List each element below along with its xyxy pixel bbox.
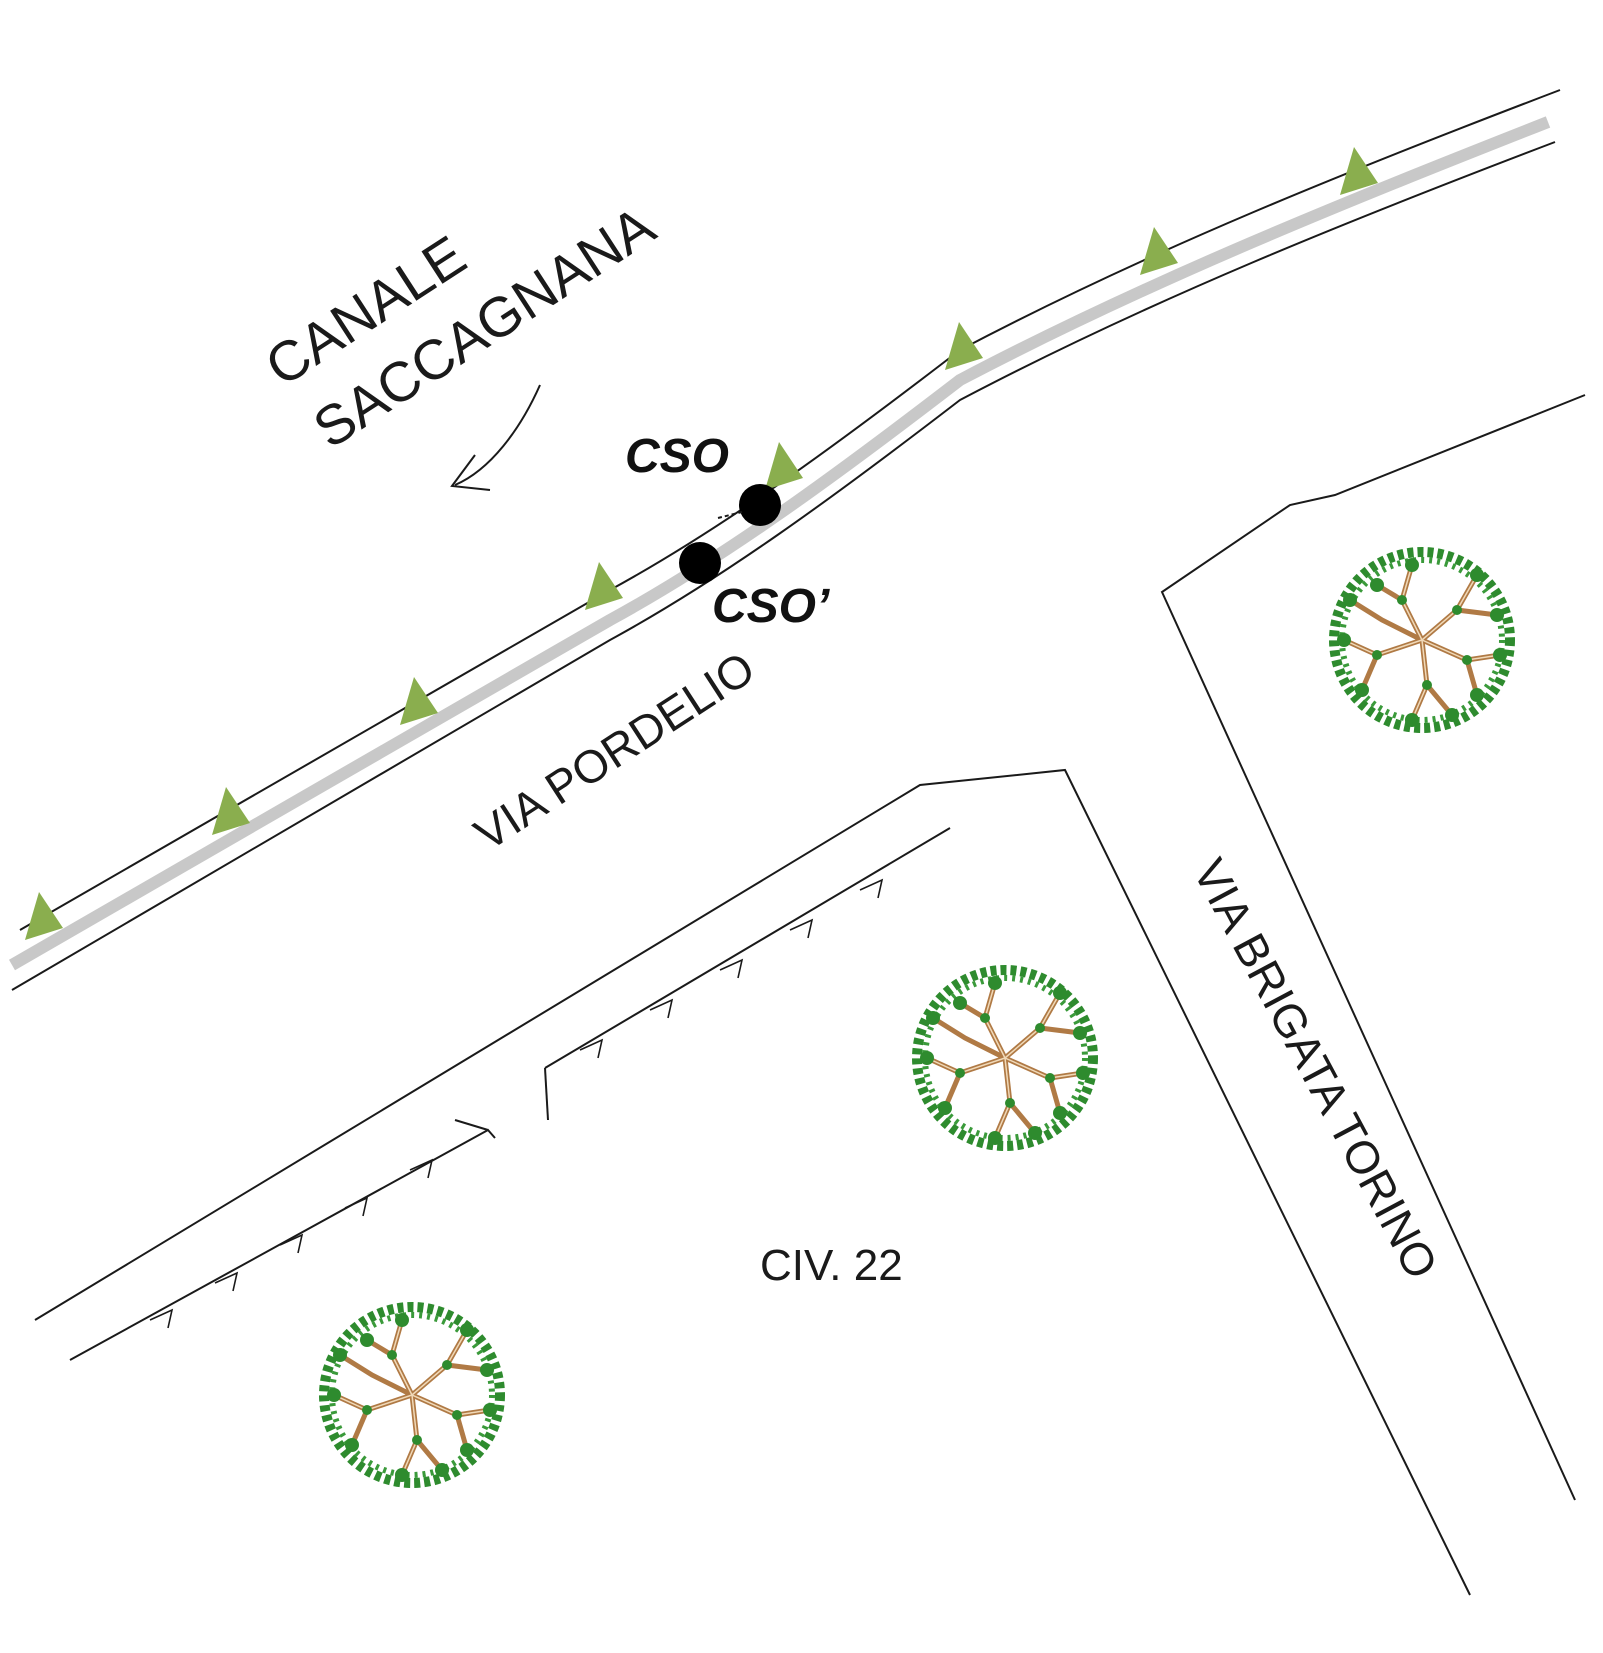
point-marker-icon[interactable] [679,542,721,584]
canal-bank-upper [19,89,1561,931]
boundary-ticks [149,878,884,1329]
gate-post-left [454,1119,489,1131]
canal-bank-lower [11,141,1556,991]
civ22-outline [34,768,1471,1596]
canal-fill-line [9,116,1551,971]
civic-number-label: CIV. 22 [760,1241,903,1290]
inner-boundary-upper [544,827,951,1069]
bank-marker-icon [765,442,803,490]
parcel-outlines [34,394,1586,1596]
point-label-cso-prime: CSO’ [712,580,830,633]
gate-post-right [544,1067,549,1121]
point-label-cso: CSO [625,430,729,483]
tree-icon [1334,552,1510,728]
canal [9,89,1561,991]
flow-direction-arrow-icon [450,384,541,491]
bank-marker-icon [945,322,983,370]
point-marker-icon[interactable] [739,484,781,526]
tree-icon [324,1307,500,1483]
tree-icon [917,970,1093,1146]
via-brigata-right-edge [1160,394,1586,1501]
street-label-brigata: VIA BRIGATA TORINO [1183,850,1448,1287]
trees [324,552,1510,1483]
outfall-points [679,484,781,584]
bank-marker-icon [1140,227,1178,275]
